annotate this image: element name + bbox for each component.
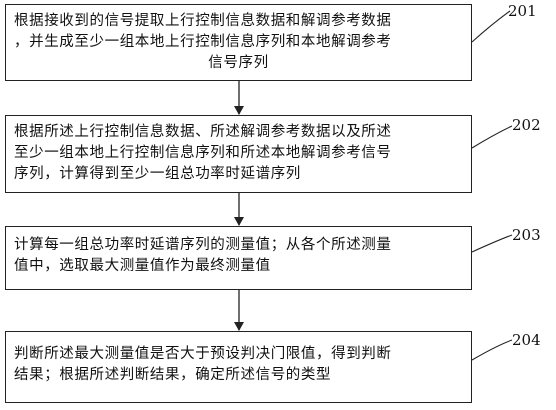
step-203-number: 203 — [512, 226, 541, 244]
leader-line-201 — [471, 10, 511, 43]
step-202-text-line-2: 至少一组本地上行控制信息序列和所述本地解调参考信号 — [14, 145, 392, 161]
leader-line-204 — [471, 339, 513, 361]
step-201-text-line-1: 根据接收到的信号提取上行控制信息数据和解调参考数据 — [14, 13, 392, 29]
step-201-text-line-3: 信号序列 — [208, 55, 269, 71]
step-203-text-line-2: 值中，选取最大测量值作为最终测量值 — [14, 258, 271, 274]
step-203-text-line-1: 计算每一组总功率时延谱序列的测量值；从各个所述测量 — [14, 237, 392, 253]
step-202-box: 根据所述上行控制信息数据、所述解调参考数据以及所述 至少一组本地上行控制信息序列… — [5, 115, 472, 193]
step-204-number: 204 — [512, 331, 541, 349]
leader-line-203 — [471, 234, 513, 253]
step-202-text-line-1: 根据所述上行控制信息数据、所述解调参考数据以及所述 — [14, 124, 392, 140]
step-203-box: 计算每一组总功率时延谱序列的测量值；从各个所述测量 值中，选取最大测量值作为最终… — [5, 226, 472, 290]
leader-line-202 — [471, 125, 513, 149]
step-201-number: 201 — [508, 2, 537, 20]
step-204-text-line-1: 判断所述最大测量值是否大于预设判决门限值，得到判断 — [14, 346, 392, 362]
step-202-text-line-3: 序列，计算得到至少一组总功率时延谱序列 — [14, 166, 301, 182]
step-201-box: 根据接收到的信号提取上行控制信息数据和解调参考数据 ，并生成至少一组本地上行控制… — [5, 4, 472, 81]
step-204-box: 判断所述最大测量值是否大于预设判决门限值，得到判断 结果；根据所述判断结果，确定… — [5, 331, 472, 403]
step-202-number: 202 — [512, 116, 541, 134]
step-201-text-line-2: ，并生成至少一组本地上行控制信息序列和本地解调参考 — [14, 34, 392, 50]
step-204-text-line-2: 结果；根据所述判断结果，确定所述信号的类型 — [14, 367, 332, 383]
